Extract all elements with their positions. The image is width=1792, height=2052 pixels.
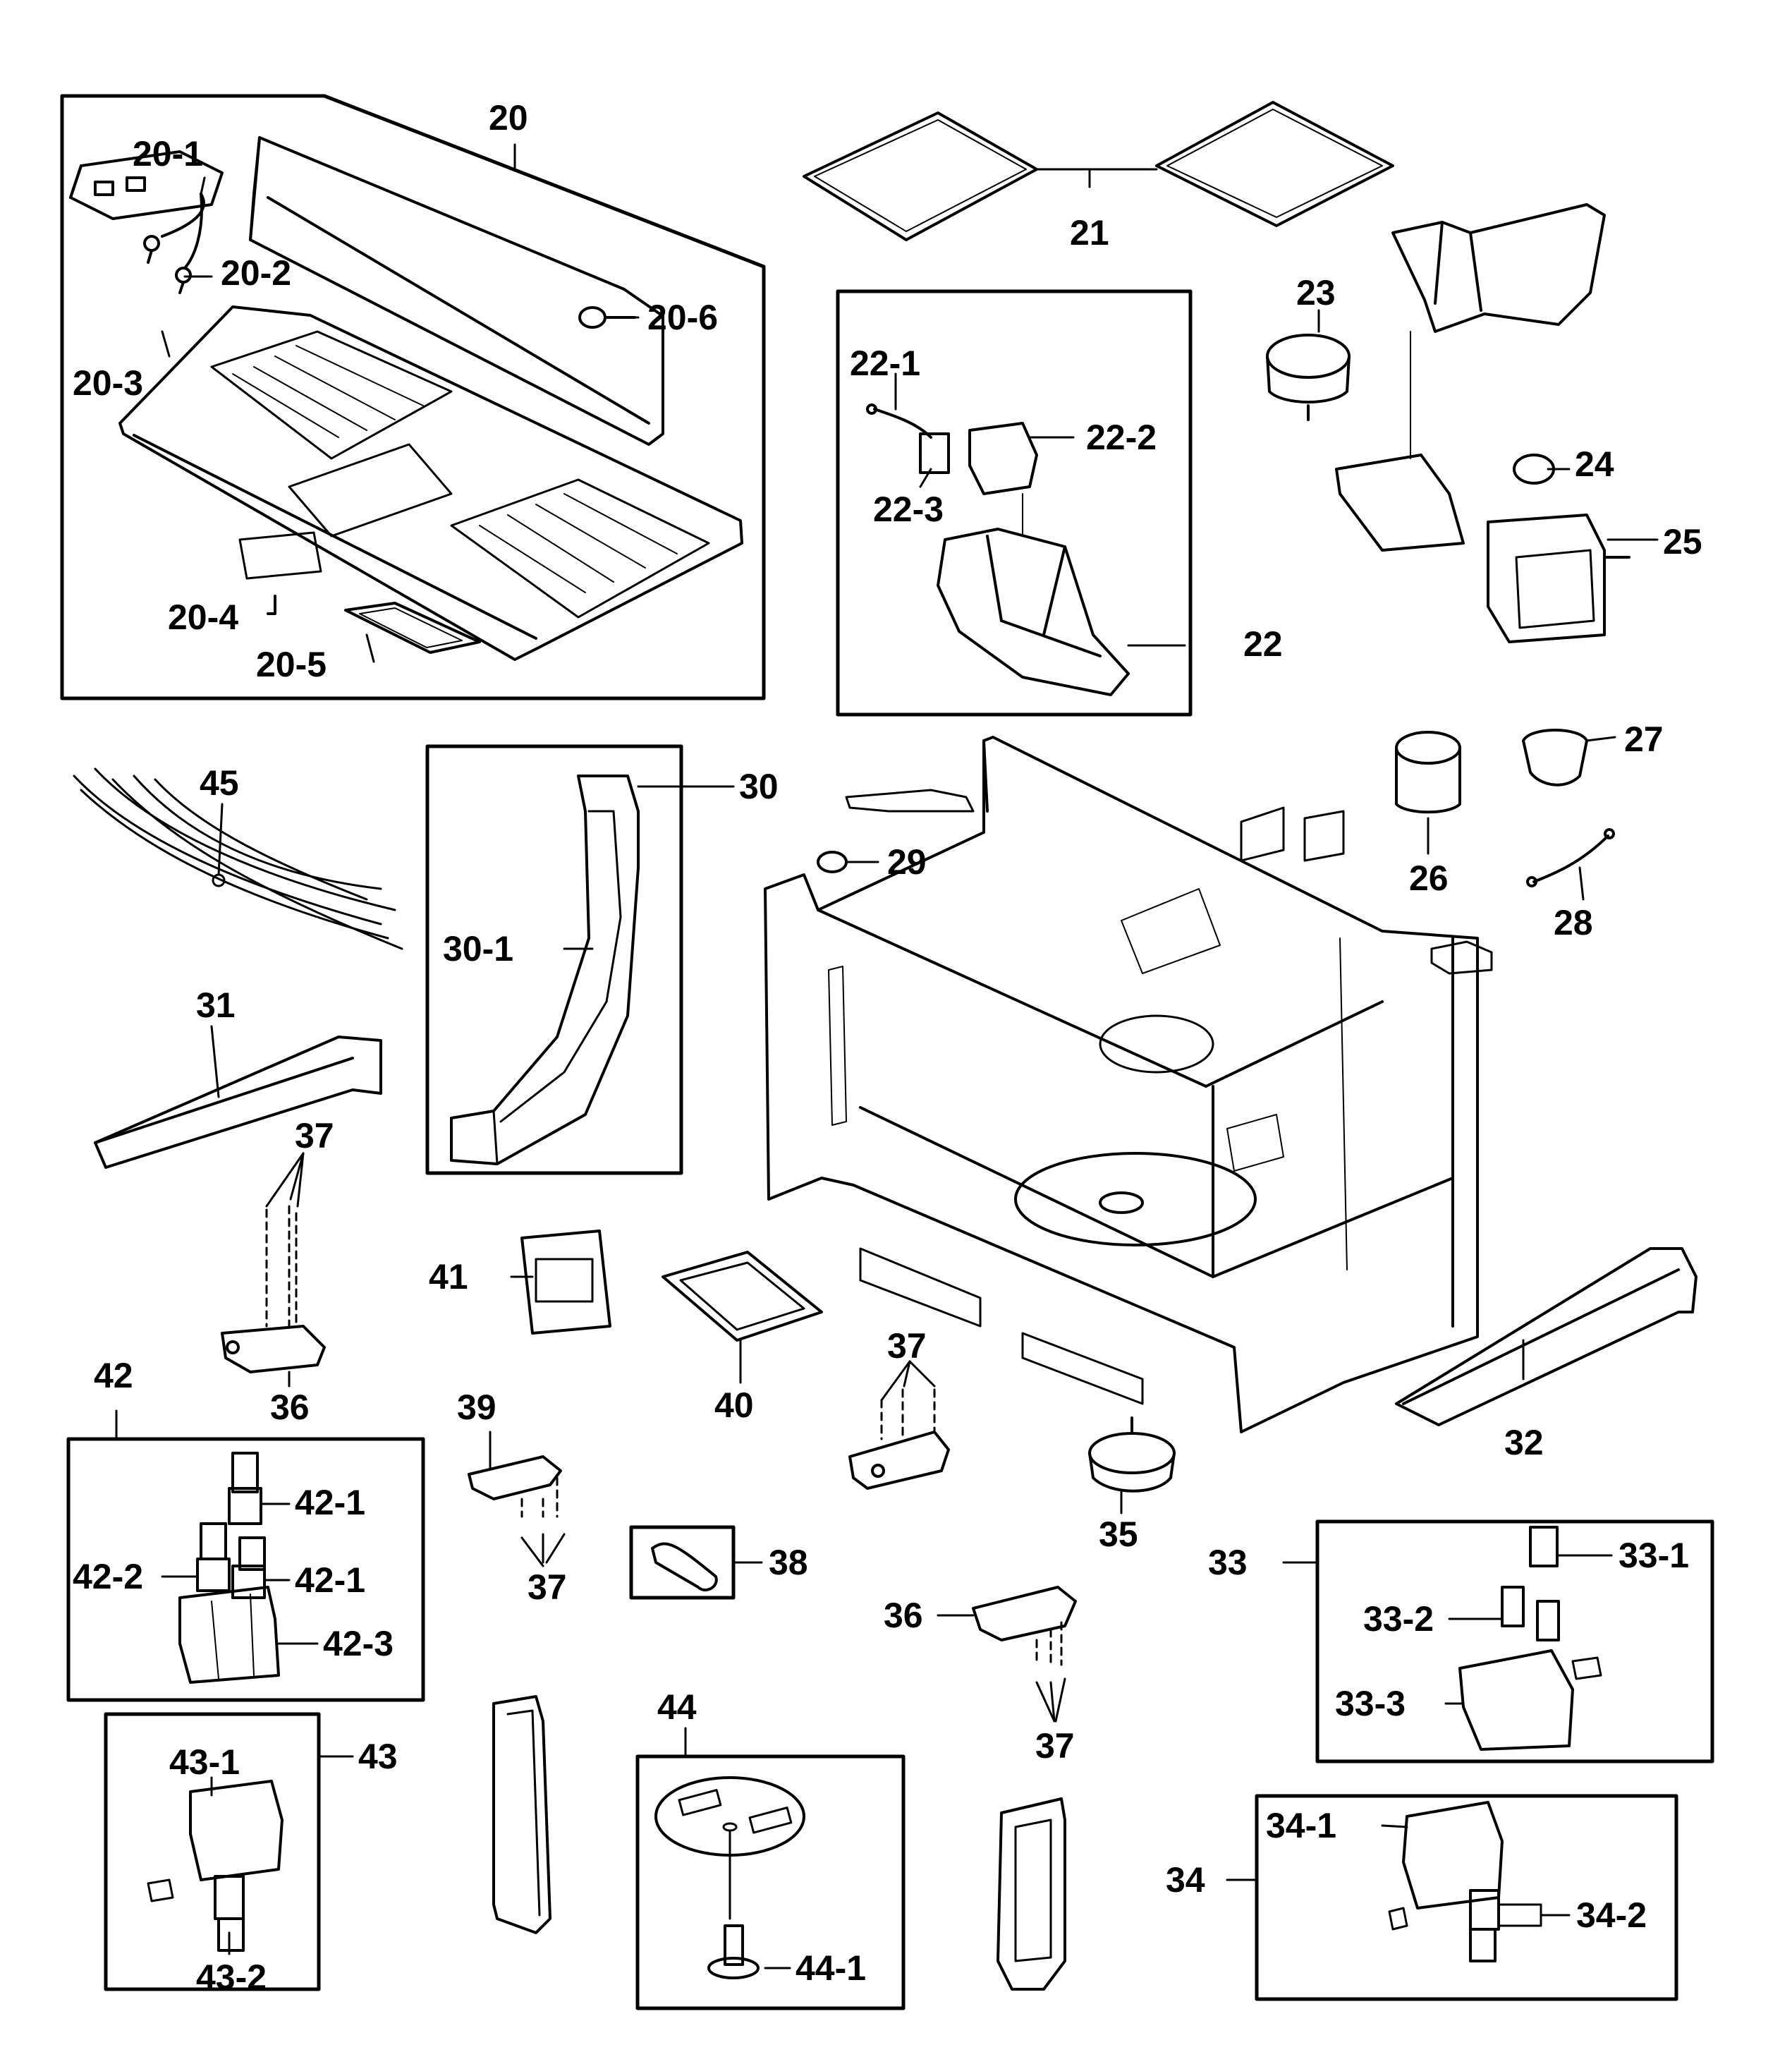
label-32: 32 bbox=[1504, 1423, 1544, 1462]
part-31-rail bbox=[94, 1025, 382, 1169]
part-36-bracket-right bbox=[937, 1586, 1077, 1723]
label-20-3: 20-3 bbox=[73, 363, 144, 403]
part-20-3-bracket bbox=[69, 150, 224, 220]
part-top-bracket bbox=[845, 789, 1493, 975]
part-27-clamp bbox=[1522, 729, 1616, 787]
label-36-right: 36 bbox=[884, 1596, 923, 1635]
label-29: 29 bbox=[887, 842, 927, 882]
part-main-cabinet bbox=[764, 736, 1479, 1433]
label-33: 33 bbox=[1208, 1543, 1248, 1582]
label-22-1: 22-1 bbox=[850, 344, 921, 383]
part-41-filter bbox=[510, 1230, 611, 1335]
part-26-capacitor bbox=[1395, 731, 1461, 855]
label-24: 24 bbox=[1575, 444, 1614, 484]
label-28: 28 bbox=[1554, 903, 1593, 942]
part-36-bracket-left bbox=[221, 1152, 326, 1388]
label-36-left: 36 bbox=[270, 1388, 310, 1427]
label-25: 25 bbox=[1663, 522, 1702, 561]
label-34-2: 34-2 bbox=[1576, 1895, 1647, 1935]
part-24-25-magnetron bbox=[1487, 454, 1659, 643]
group-42-box bbox=[66, 1409, 425, 1702]
label-33-2: 33-2 bbox=[1363, 1599, 1434, 1639]
label-39: 39 bbox=[457, 1388, 496, 1427]
label-22-2: 22-2 bbox=[1086, 418, 1157, 457]
part-21-gaskets bbox=[803, 101, 1394, 241]
label-44-1: 44-1 bbox=[796, 1948, 867, 1988]
part-40-cover bbox=[662, 1251, 823, 1384]
label-37-left: 37 bbox=[295, 1116, 334, 1155]
group-30-box bbox=[425, 744, 735, 1175]
label-20-6: 20-6 bbox=[647, 298, 719, 337]
label-45: 45 bbox=[200, 763, 239, 803]
label-43: 43 bbox=[358, 1737, 398, 1776]
group-34-box bbox=[1226, 1794, 1678, 2001]
label-37-bottom-left: 37 bbox=[528, 1567, 567, 1607]
part-28-wire bbox=[1526, 828, 1615, 901]
part-36-bracket-mid bbox=[848, 1360, 950, 1490]
label-34-1: 34-1 bbox=[1266, 1806, 1337, 1845]
label-37-bottom-right: 37 bbox=[1035, 1726, 1075, 1766]
label-42: 42 bbox=[94, 1356, 133, 1395]
label-20-2: 20-2 bbox=[221, 253, 292, 293]
label-43-2: 43-2 bbox=[196, 1957, 267, 1997]
label-26: 26 bbox=[1409, 858, 1449, 898]
leaders-20 bbox=[161, 143, 640, 663]
label-40: 40 bbox=[714, 1385, 754, 1425]
label-43-1: 43-1 bbox=[169, 1742, 240, 1782]
label-20-4: 20-4 bbox=[168, 597, 239, 637]
part-door-trim bbox=[492, 1695, 551, 1934]
label-20-1: 20-1 bbox=[133, 134, 204, 174]
part-32-rail bbox=[1395, 1247, 1697, 1426]
label-42-1-top: 42-1 bbox=[295, 1483, 366, 1522]
group-33-box bbox=[1282, 1519, 1714, 1763]
part-35-motor bbox=[1088, 1416, 1176, 1514]
part-20-5-frame bbox=[344, 602, 481, 654]
label-20: 20 bbox=[489, 98, 528, 138]
group-20-box bbox=[60, 94, 766, 700]
group-43-box bbox=[104, 1712, 354, 1991]
label-41: 41 bbox=[429, 1257, 468, 1297]
part-20-4-label bbox=[238, 531, 322, 615]
group-22-box bbox=[836, 289, 1193, 717]
label-42-2: 42-2 bbox=[73, 1557, 144, 1596]
label-21: 21 bbox=[1070, 213, 1109, 253]
label-30-1: 30-1 bbox=[443, 929, 514, 969]
label-27: 27 bbox=[1624, 720, 1664, 759]
part-38-lever bbox=[629, 1525, 763, 1600]
part-39-bracket bbox=[468, 1431, 566, 1567]
part-door-latch bbox=[996, 1797, 1066, 1991]
part-20-panel bbox=[118, 136, 743, 661]
label-33-3: 33-3 bbox=[1335, 1684, 1406, 1723]
label-38: 38 bbox=[769, 1543, 808, 1582]
label-44: 44 bbox=[657, 1687, 697, 1727]
part-23-motor bbox=[1266, 309, 1351, 421]
label-22: 22 bbox=[1243, 624, 1283, 664]
label-42-1-bottom: 42-1 bbox=[295, 1560, 366, 1600]
label-35: 35 bbox=[1099, 1514, 1138, 1554]
label-31: 31 bbox=[196, 985, 236, 1025]
label-20-5: 20-5 bbox=[256, 645, 327, 684]
label-37-mid: 37 bbox=[887, 1326, 927, 1366]
label-23: 23 bbox=[1296, 273, 1336, 312]
label-42-3: 42-3 bbox=[323, 1624, 394, 1663]
group-44-box bbox=[635, 1727, 906, 2010]
label-33-1: 33-1 bbox=[1619, 1536, 1690, 1575]
part-45-harness bbox=[73, 767, 403, 950]
label-34: 34 bbox=[1166, 1860, 1205, 1900]
part-29-thermostat bbox=[817, 851, 879, 873]
label-30: 30 bbox=[739, 767, 779, 806]
part-air-guide bbox=[1335, 203, 1606, 552]
label-22-3: 22-3 bbox=[873, 490, 944, 529]
